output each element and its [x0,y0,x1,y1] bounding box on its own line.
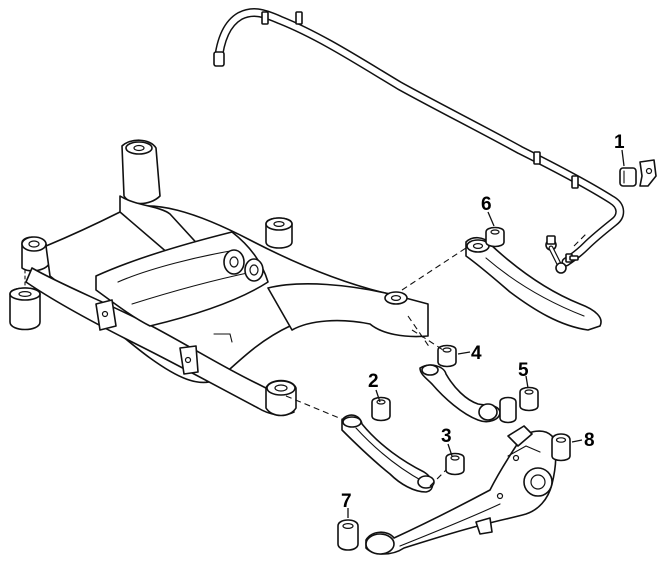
upper-control-arm [419,344,539,424]
assembly-lines [285,233,587,487]
lower-link [341,396,435,493]
rear-subframe [21,139,429,417]
callouts: 1 2 3 4 5 6 7 8 [341,132,625,512]
upper-arm [465,226,602,331]
leader-lines [347,149,625,518]
callout-3: 3 [441,426,452,447]
callout-6: 6 [481,194,492,215]
callout-8: 8 [584,430,595,451]
callout-4: 4 [471,343,482,364]
stabilizer-link [545,235,579,274]
subframe-front-bushing [9,269,41,331]
callout-5: 5 [518,360,529,381]
callout-1: 1 [614,132,625,153]
stabilizer-bushing [619,159,657,187]
rear-knuckle-and-trailing-arm [337,425,557,555]
callout-7: 7 [341,491,352,512]
lower-link-bushing [445,452,465,476]
knuckle-bushing [551,433,571,462]
stabilizer-bar [213,8,625,267]
subframe-upper-bushing [265,217,293,249]
callout-2: 2 [368,371,379,392]
